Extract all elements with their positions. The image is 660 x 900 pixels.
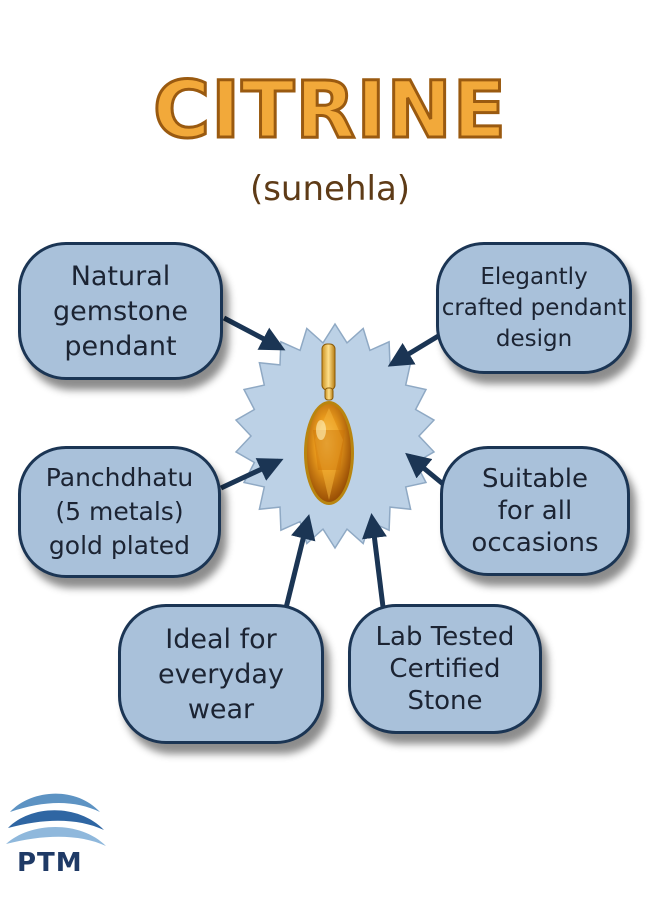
feature-label: Natural gemstone pendant: [53, 260, 188, 362]
arrow-lab-tested: [362, 513, 387, 608]
feature-label: Suitable for all occasions: [471, 464, 599, 558]
feature-bubble-panchdhatu: Panchdhatu (5 metals) gold plated: [18, 446, 221, 578]
feature-bubble-suitable: Suitable for all occasions: [440, 446, 630, 576]
feature-bubble-elegantly: Elegantly crafted pendant design: [436, 242, 632, 374]
citrine-pendant-icon: [304, 343, 354, 505]
arrow-panchdhatu: [219, 458, 284, 491]
feature-label: Panchdhatu (5 metals) gold plated: [45, 463, 194, 560]
arrow-ideal: [283, 514, 316, 609]
arrow-natural: [222, 315, 286, 351]
feature-bubble-ideal: Ideal for everyday wear: [118, 604, 324, 744]
feature-label: Elegantly crafted pendant design: [441, 263, 627, 352]
logo-text: PTM: [17, 848, 83, 878]
arrow-elegantly: [387, 332, 442, 367]
page-subtitle: (sunehla): [249, 169, 411, 209]
arrow-suitable: [405, 452, 445, 486]
wave-logo-icon: [6, 793, 106, 846]
feature-bubble-lab-tested: Lab Tested Certified Stone: [348, 604, 542, 734]
feature-bubble-natural: Natural gemstone pendant: [18, 242, 223, 380]
feature-label: Ideal for everyday wear: [158, 623, 284, 725]
page-title: CITRINE: [151, 66, 508, 156]
arrows: [219, 315, 445, 609]
feature-label: Lab Tested Certified Stone: [375, 622, 515, 716]
